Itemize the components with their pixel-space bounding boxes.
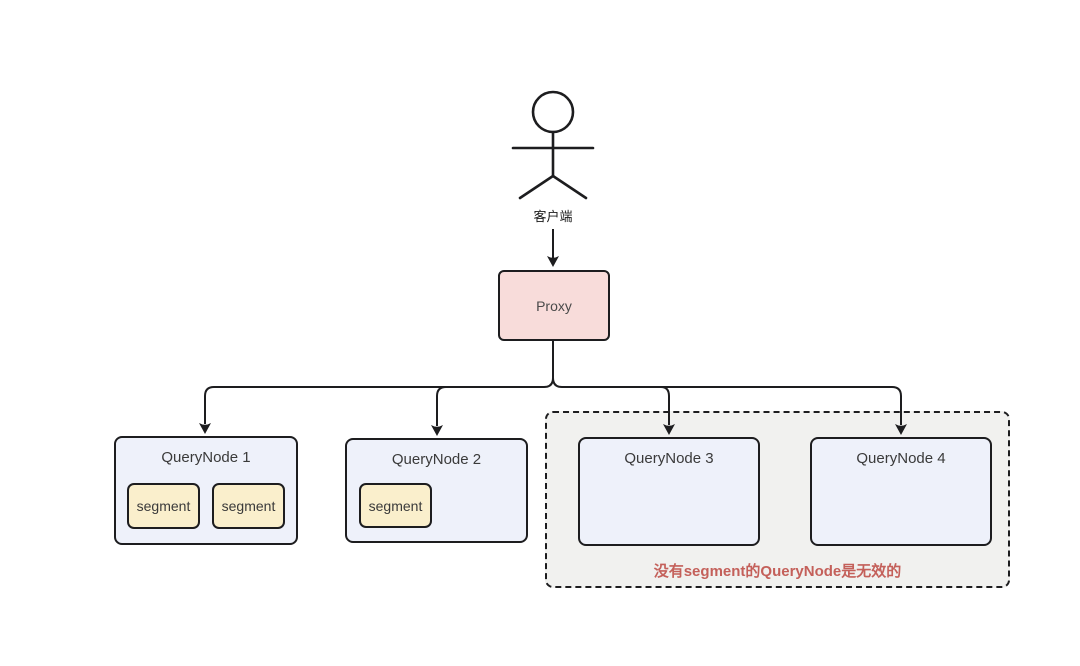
- proxy-node: Proxy: [498, 270, 610, 341]
- client-actor-icon: [511, 90, 595, 200]
- proxy-to-nodes-connector: [204, 341, 902, 426]
- querynode-3-title: QueryNode 3: [624, 450, 714, 467]
- client-actor-label: 客户端: [533, 209, 573, 224]
- querynode-4-title: QueryNode 4: [856, 450, 946, 467]
- proxy-label: Proxy: [536, 297, 572, 314]
- querynode-2-segment-1: segment: [359, 483, 432, 528]
- querynode-1-segment-2: segment: [212, 483, 285, 529]
- querynode-1-title: QueryNode 1: [161, 449, 251, 466]
- querynode-4: QueryNode 4: [810, 437, 992, 546]
- connector-arrowheads: [199, 423, 907, 436]
- querynode-2-title: QueryNode 2: [391, 451, 482, 468]
- actor-to-proxy-arrow: [547, 229, 559, 267]
- invalid-group-caption: 没有segment的QueryNode是无效的: [653, 563, 902, 580]
- querynode-1-segment-1: segment: [127, 483, 200, 529]
- querynode-3: QueryNode 3: [578, 437, 760, 546]
